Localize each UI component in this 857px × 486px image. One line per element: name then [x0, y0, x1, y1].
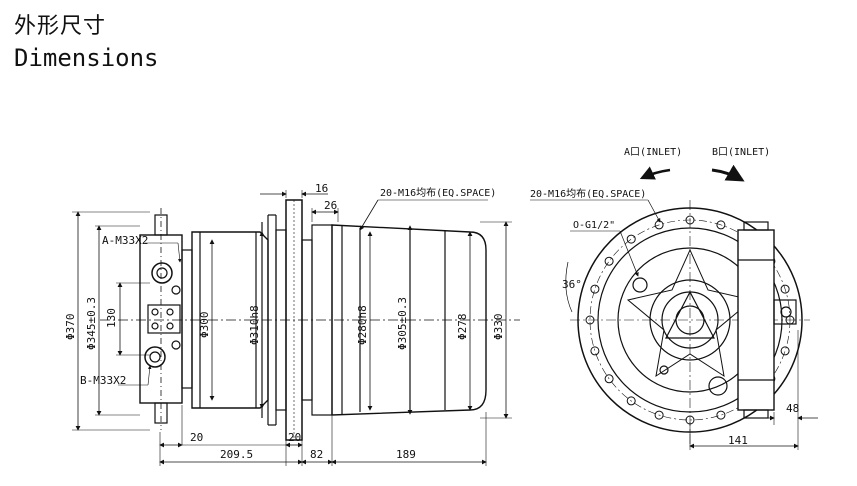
label-a-inlet: A口(INLET): [624, 147, 682, 158]
arrow-b-inlet: [711, 164, 745, 182]
drum-housing: [331, 224, 487, 416]
title-english: Dimensions: [14, 44, 159, 72]
dim-d370: Φ370: [64, 314, 77, 341]
side-view: [72, 190, 520, 466]
dim-d300: Φ300: [198, 312, 211, 339]
front-valve-block: [737, 229, 775, 411]
dim-26: 26: [324, 199, 337, 212]
dim-48: 48: [786, 402, 799, 415]
dim-130: 130: [105, 308, 118, 328]
label-bolts-side: 20-M16均布(EQ.SPACE): [380, 187, 496, 199]
side-view-text: A-M33X2 B-M33X2 20-M16均布(EQ.SPACE) 16 26…: [64, 182, 505, 461]
label-angle: 36°: [562, 278, 582, 291]
label-bolts-front: 20-M16均布(EQ.SPACE): [530, 188, 646, 200]
title-chinese: 外形尺寸: [14, 14, 107, 39]
dim-d345: Φ345±0.3: [85, 297, 98, 350]
front-view: [530, 164, 818, 450]
front-view-text: A口(INLET) B口(INLET) 20-M16均布(EQ.SPACE) O…: [530, 147, 799, 447]
dim-20-left: 20: [190, 431, 203, 444]
dim-209-5: 209.5: [220, 448, 253, 461]
dim-d280: Φ280h8: [356, 305, 369, 345]
port-a-circle: [151, 262, 173, 284]
dim-d310: Φ310h8: [248, 305, 261, 345]
arrow-a-inlet: [639, 166, 671, 180]
dim-d305: Φ305±0.3: [396, 297, 409, 350]
dim-20-flange: 20: [288, 431, 301, 444]
label-gauge-port: O-G1/2": [573, 220, 615, 231]
label-a-port: A-M33X2: [102, 234, 148, 247]
bolt-holes: [585, 215, 795, 425]
dim-189: 189: [396, 448, 416, 461]
dim-16: 16: [315, 182, 328, 195]
dim-d278: Φ278: [456, 314, 469, 341]
dim-141: 141: [728, 434, 748, 447]
dim-d330: Φ330: [492, 314, 505, 341]
label-b-port: B-M33X2: [80, 374, 126, 387]
dim-82: 82: [310, 448, 323, 461]
label-b-inlet: B口(INLET): [712, 147, 770, 158]
port-b-circle: [144, 346, 166, 368]
